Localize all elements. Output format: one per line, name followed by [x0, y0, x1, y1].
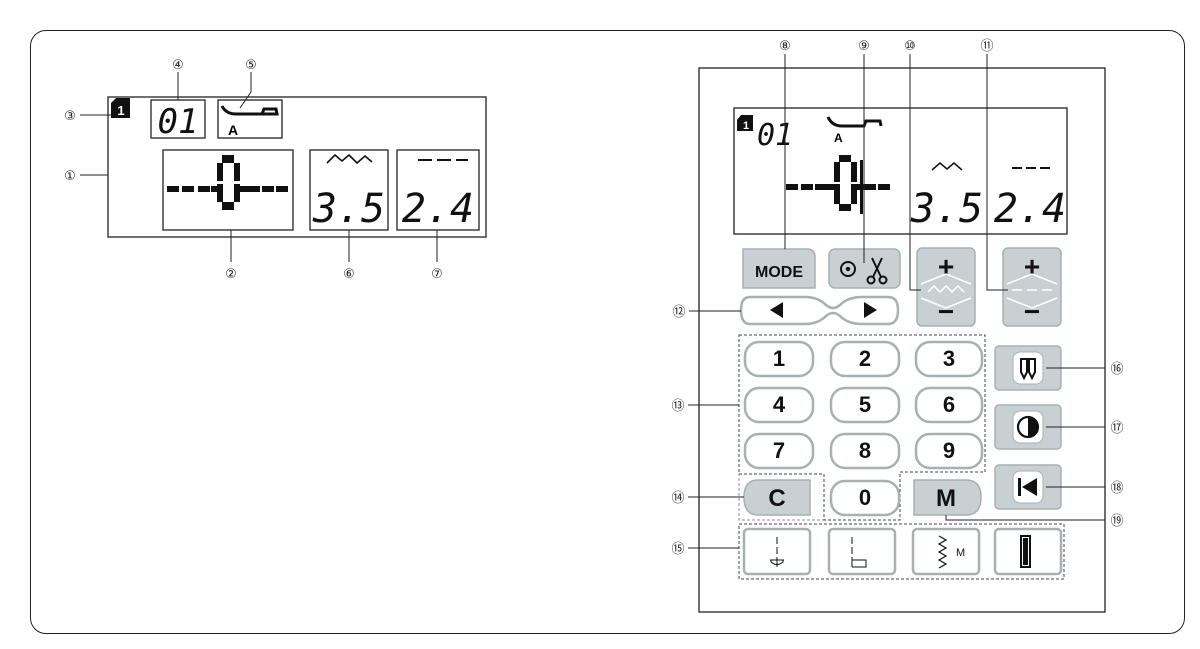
svg-text:C: C [768, 485, 785, 512]
length-plus[interactable]: + [1024, 251, 1040, 282]
needle-stop-icon [840, 261, 856, 277]
number-key-4[interactable]: 4 [743, 386, 815, 424]
svg-text:2: 2 [859, 346, 871, 371]
callout-16: ⑯ [1110, 362, 1123, 377]
callout-6: ⑥ [343, 267, 355, 282]
mirror-image-button[interactable] [994, 404, 1062, 450]
scissors-icon [866, 257, 888, 285]
callout-7: ⑦ [431, 267, 443, 282]
pattern-select-arrows[interactable] [739, 295, 900, 326]
stitch-length-value: 2.4 [402, 186, 474, 232]
numeric-keypad-group [738, 334, 986, 521]
number-key-3[interactable]: 3 [914, 340, 984, 378]
svg-text:6: 6 [943, 392, 955, 417]
callout-15: ⑮ [671, 542, 684, 557]
number-key-1[interactable]: 1 [743, 340, 815, 378]
panel-width-zigzag-icon [931, 162, 963, 171]
number-key-2[interactable]: 2 [829, 340, 901, 378]
number-key-7[interactable]: 7 [743, 432, 815, 470]
svg-text:7: 7 [773, 438, 785, 463]
svg-text:3: 3 [943, 346, 955, 371]
presser-foot-box [217, 99, 283, 139]
stitch-width-adjust-button[interactable]: + − [916, 247, 976, 327]
direct-pattern-key-2[interactable] [827, 527, 897, 576]
stitch-width-value: 3.5 [312, 186, 385, 232]
stitch-image-box [162, 149, 294, 231]
start-pattern-icon [1018, 478, 1037, 496]
pattern-key-m-label: M [956, 547, 965, 559]
numeric-keypad: 1 2 3 4 5 6 7 8 9 0 [743, 340, 984, 517]
number-key-8[interactable]: 8 [829, 432, 901, 470]
callout-5: ⑤ [245, 58, 257, 73]
panel-memory-badge: 1 [743, 120, 749, 132]
callout-2: ② [225, 267, 237, 282]
panel-foot-letter: A [834, 131, 843, 145]
direct-pattern-key-4[interactable] [993, 527, 1063, 576]
clear-button[interactable]: C [743, 479, 811, 516]
panel-stitch-image [786, 155, 890, 214]
buttonhole-stitch-icon [770, 537, 784, 567]
diagram-frame [30, 30, 1185, 634]
callout-18: ⑱ [1110, 481, 1123, 496]
callout-19: ⑲ [1110, 514, 1123, 529]
lcd-outline [107, 96, 487, 238]
svg-text:8: 8 [859, 438, 871, 463]
svg-text:M: M [936, 485, 956, 512]
callout-1: ① [64, 169, 76, 184]
number-key-5[interactable]: 5 [829, 386, 901, 424]
direct-pattern-key-1[interactable] [742, 527, 812, 576]
svg-text:9: 9 [943, 438, 955, 463]
callout-11: ⑪ [980, 39, 993, 54]
memory-button[interactable]: M [913, 479, 982, 516]
stitch-length-adjust-button[interactable]: + − [1002, 247, 1062, 327]
callout-3: ③ [64, 109, 76, 124]
arrow-left-icon[interactable] [770, 302, 783, 318]
pattern-number: 01 [158, 102, 199, 142]
callout-14: ⑭ [671, 491, 684, 506]
callout-12: ⑫ [672, 305, 685, 320]
mode-button[interactable]: MODE [742, 248, 816, 289]
svg-text:1: 1 [773, 346, 785, 371]
callout-10: ⑩ [904, 39, 916, 54]
zigzag-stitch-icon [937, 535, 948, 569]
number-key-0[interactable]: 0 [829, 479, 901, 517]
foot-letter: A [228, 122, 238, 138]
twin-needle-button[interactable] [994, 345, 1062, 391]
stitch-length-box [396, 149, 480, 231]
lcd-detail: 1 01 A 3.5 2.4 [80, 72, 487, 262]
width-plus[interactable]: + [938, 251, 954, 282]
width-zigzag-key-icon [927, 284, 965, 294]
callout-4: ④ [172, 58, 184, 73]
panel-stitch-length: 2.4 [994, 186, 1066, 232]
twin-needle-icon [1020, 358, 1036, 381]
svg-text:MODE: MODE [755, 264, 803, 281]
panel-lcd: 1 01 A 3.5 2.4 [733, 107, 1068, 235]
panel-presser-foot-icon [826, 116, 883, 128]
svg-text:1: 1 [117, 103, 124, 118]
thread-cutter-button[interactable] [828, 248, 901, 289]
callout-17: ⑰ [1110, 421, 1123, 436]
number-key-9[interactable]: 9 [914, 432, 984, 470]
svg-text:5: 5 [859, 392, 871, 417]
callout-9: ⑨ [858, 39, 870, 54]
length-minus[interactable]: − [1024, 296, 1040, 327]
direct-pattern-keys-group [738, 523, 1065, 580]
svg-text:0: 0 [859, 485, 871, 510]
memory-badge: 1 [111, 98, 130, 118]
callout-8: ⑧ [779, 39, 791, 54]
buttonhole-stitch-alt-icon [851, 537, 867, 568]
straight-stitch-image [167, 155, 288, 210]
width-minus[interactable]: − [938, 296, 954, 327]
mirror-icon [1016, 415, 1040, 439]
direct-pattern-key-3[interactable]: M [911, 527, 981, 576]
number-key-6[interactable]: 6 [914, 386, 984, 424]
width-zigzag-icon [326, 153, 373, 165]
presser-foot-icon [220, 105, 279, 116]
svg-text:4: 4 [773, 392, 786, 417]
panel-stitch-width: 3.5 [910, 186, 983, 232]
panel-pattern-number: 01 [757, 118, 793, 153]
callout-13: ⑬ [671, 399, 684, 414]
arrow-right-icon[interactable] [864, 302, 877, 318]
